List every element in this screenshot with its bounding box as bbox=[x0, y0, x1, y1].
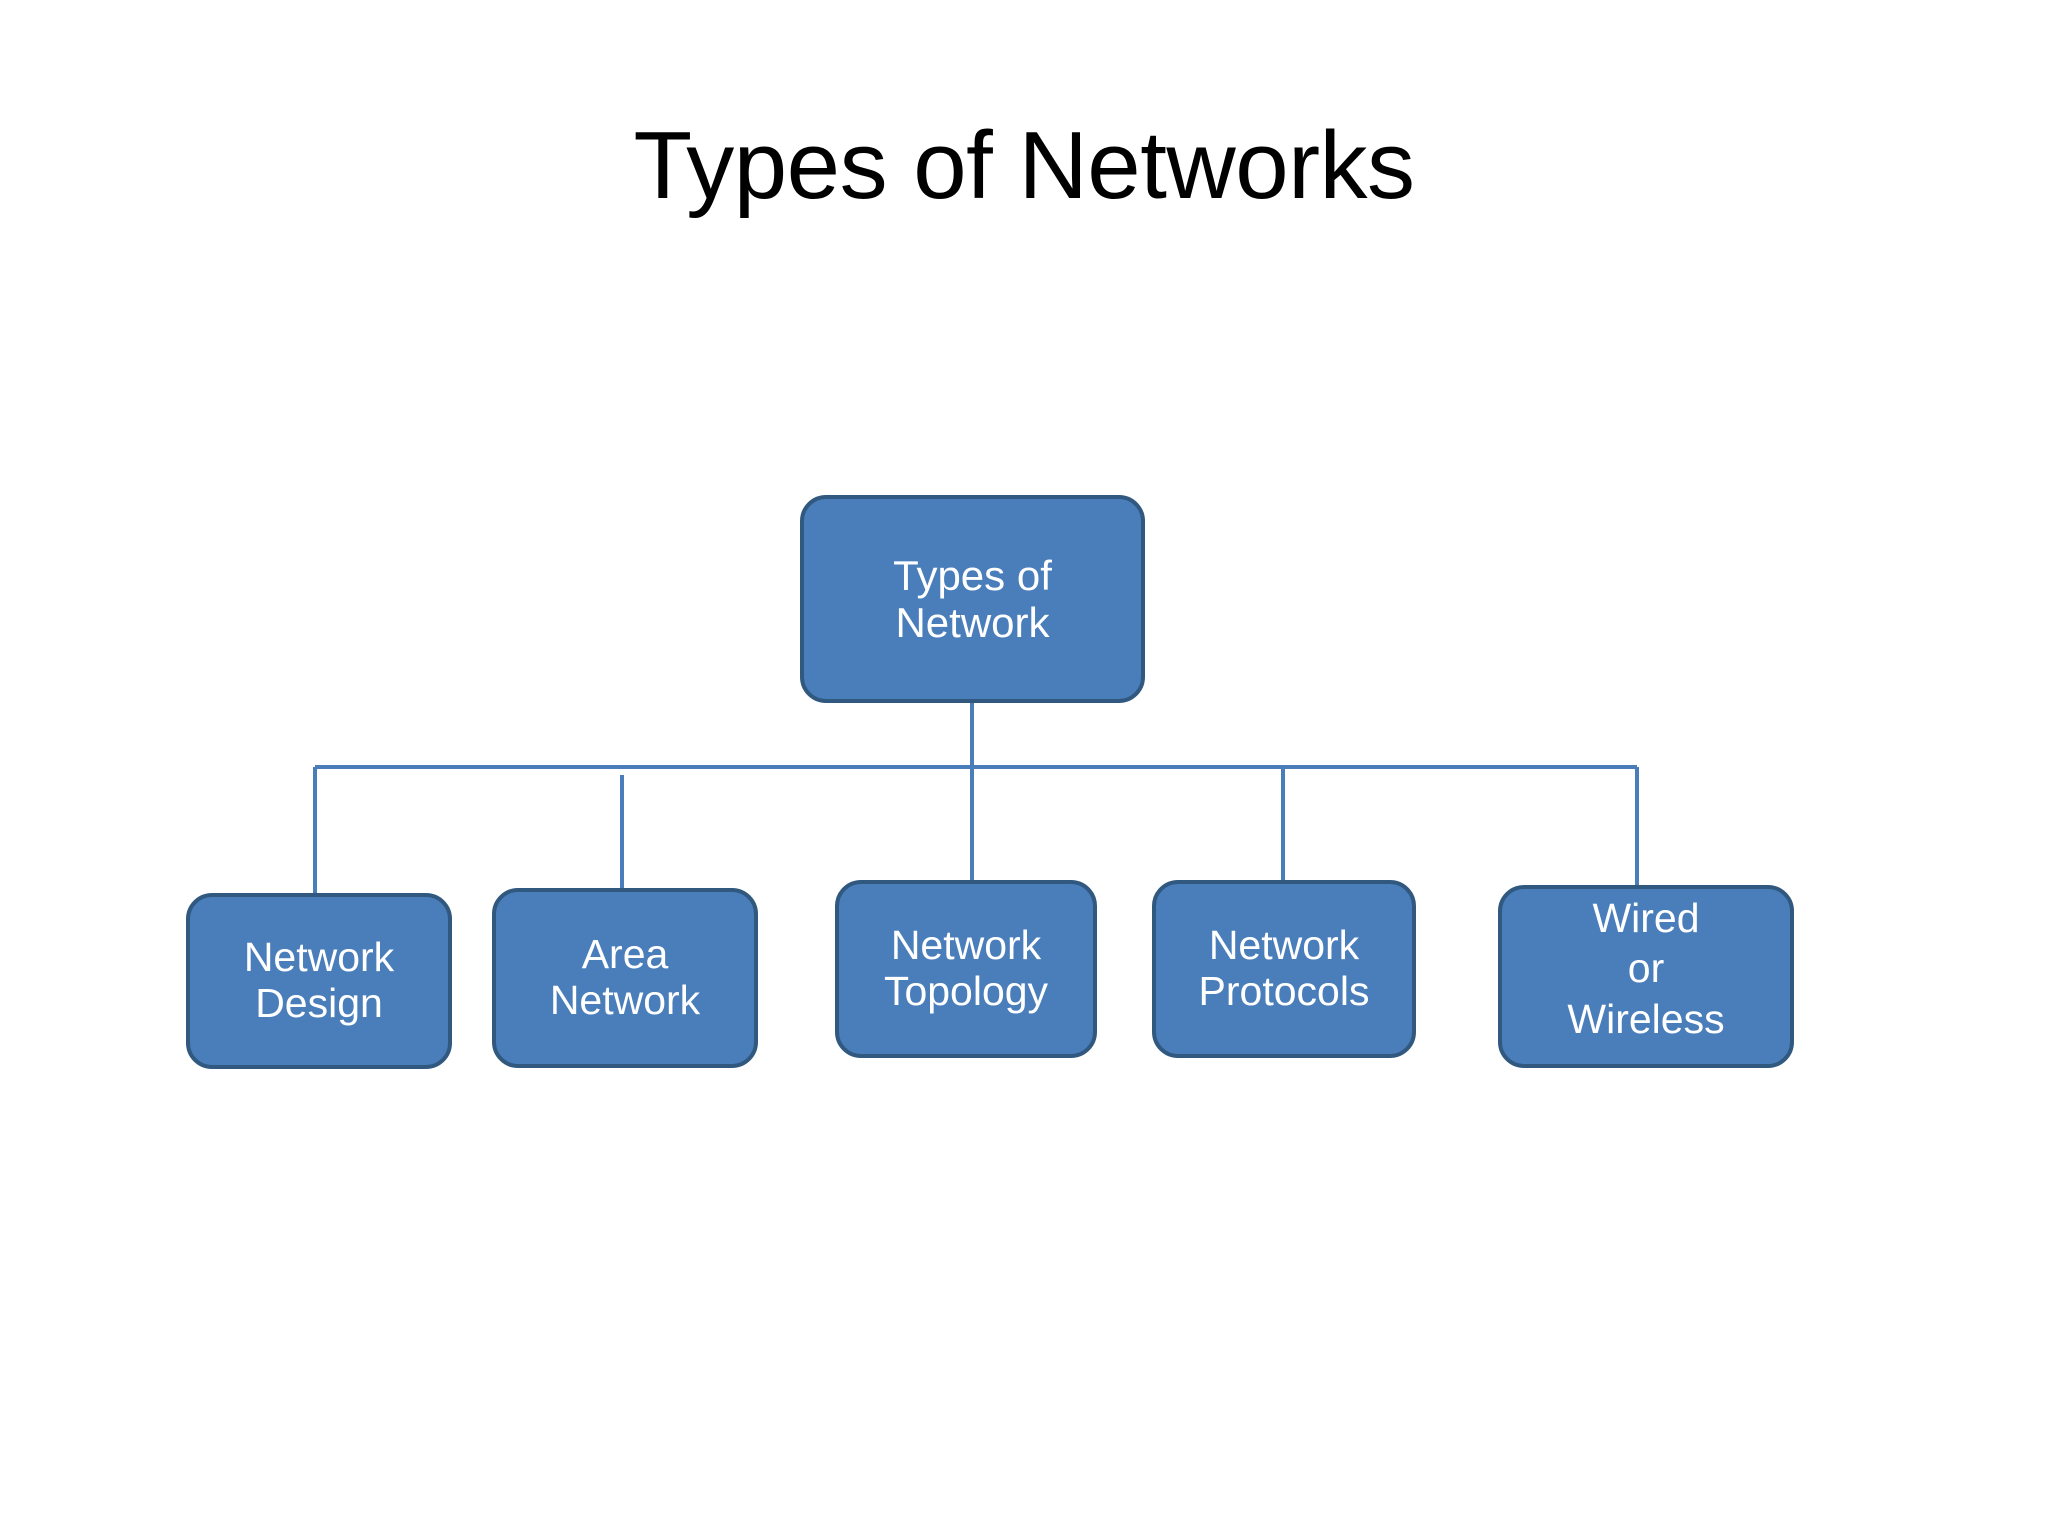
node-wired-or-wireless[interactable]: Wired or Wireless bbox=[1498, 885, 1794, 1068]
node-types-of-network[interactable]: Types of Network bbox=[800, 495, 1145, 703]
node-network-design[interactable]: Network Design bbox=[186, 893, 452, 1069]
node-label: Types of Network bbox=[893, 551, 1052, 646]
node-network-protocols[interactable]: Network Protocols bbox=[1152, 880, 1416, 1058]
node-label: Network Protocols bbox=[1198, 922, 1370, 1014]
node-area-network[interactable]: Area Network bbox=[492, 888, 758, 1068]
node-label: Area Network bbox=[549, 931, 701, 1023]
node-network-topology[interactable]: Network Topology bbox=[835, 880, 1097, 1058]
node-label: Network Design bbox=[243, 934, 395, 1026]
node-label: Wired or Wireless bbox=[1567, 895, 1725, 1042]
page-title: Types of Networks bbox=[633, 112, 1415, 219]
node-label: Network Topology bbox=[883, 922, 1049, 1014]
